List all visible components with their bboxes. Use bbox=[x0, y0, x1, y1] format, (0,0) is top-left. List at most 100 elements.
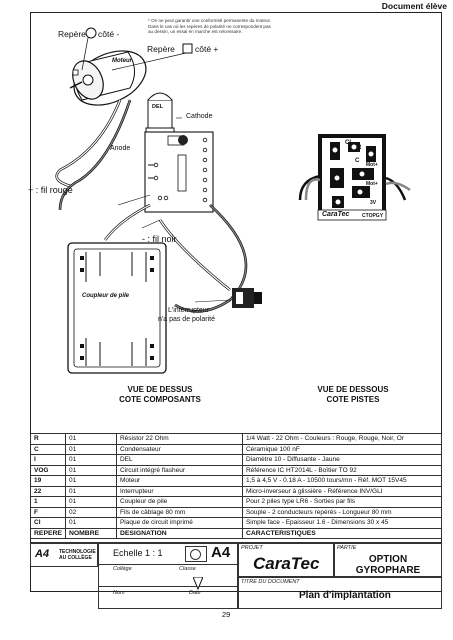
caption-vue-dessous: VUE DE DESSOUS COTE PISTES bbox=[293, 385, 413, 405]
pcb-brand: CaraTec bbox=[322, 211, 350, 218]
parts-cell-designation: Résistor 22 Ohm bbox=[115, 433, 243, 445]
logo-line2: AU COLLÈGE bbox=[59, 555, 92, 561]
partie-label: PARTIE bbox=[337, 545, 357, 551]
parts-cell-nombre: 01 bbox=[64, 496, 117, 508]
parts-header-designation: DESIGNATION bbox=[115, 527, 243, 539]
partie-line1: OPTION bbox=[368, 554, 408, 565]
parts-cell-designation: Plaque de circuit imprimé bbox=[115, 517, 243, 529]
circle-square-mark bbox=[185, 546, 207, 562]
parts-cell-designation: Fils de câblage 80 mm bbox=[115, 506, 243, 518]
caption-vue-dessus: VUE DE DESSUS COTE COMPOSANTS bbox=[100, 385, 220, 405]
caption-vue-dessus-line2: COTE COMPOSANTS bbox=[119, 395, 201, 404]
motor bbox=[69, 50, 147, 106]
polarity-circle-marker bbox=[85, 27, 97, 39]
parts-cell-designation: Condensateur bbox=[115, 443, 243, 455]
caption-vue-dessous-line2: COTE PISTES bbox=[326, 395, 380, 404]
logo-cell: A4 TECHNOLOGIE AU COLLÈGE bbox=[30, 543, 98, 567]
parts-cell-repere: 19 bbox=[30, 475, 66, 487]
polarity-notice: * On ne peut garantir une conformité per… bbox=[148, 18, 272, 35]
parts-cell-repere: CI bbox=[30, 517, 66, 529]
parts-cell-nombre: 01 bbox=[64, 464, 117, 476]
label-moteur: Moteur bbox=[112, 58, 132, 64]
drawing-frame bbox=[30, 12, 442, 592]
parts-cell-repere: VOG bbox=[30, 464, 66, 476]
parts-cell-designation: Circuit intégré flasheur bbox=[115, 464, 243, 476]
parts-cell-nombre: 01 bbox=[64, 454, 117, 466]
parts-cell-repere: C bbox=[30, 443, 66, 455]
label-fil-rouge: + : fil rouge bbox=[28, 185, 73, 195]
parts-cell-repere: I bbox=[30, 454, 66, 466]
pcb-label-mot2: Mot+ bbox=[366, 181, 378, 187]
parts-header-nombre: NOMBRE bbox=[64, 527, 117, 539]
caption-vue-dessous-line1: VUE DE DESSOUS bbox=[317, 385, 389, 394]
label-del: DEL bbox=[152, 104, 163, 110]
switch bbox=[232, 288, 262, 308]
format-a4: A4 bbox=[211, 544, 231, 561]
echelle: Echelle 1 : 1 bbox=[113, 548, 163, 558]
parts-cell-carac: Référence IC HT2014L - Boîtier TO 92 bbox=[241, 464, 443, 476]
pcb-label-ci: CI bbox=[345, 140, 351, 146]
label-interrupteur-2: n'a pas de polarité bbox=[158, 316, 215, 323]
partie-line2: GYROPHARE bbox=[355, 565, 421, 576]
parts-cell-carac: Diamètre 10 - Diffusante - Jaune bbox=[241, 454, 443, 466]
label-repere-plus: Repère bbox=[147, 44, 175, 54]
label-interrupteur: L'interrupteur bbox=[168, 307, 210, 314]
parts-cell-carac: Souple - 2 conducteurs repérés - Longueu… bbox=[241, 506, 443, 518]
polarity-square-marker bbox=[182, 43, 193, 54]
parts-cell-carac: Pour 2 piles type LR6 - Sorties par fils bbox=[241, 496, 443, 508]
pcb-component-side bbox=[144, 131, 214, 213]
parts-cell-designation: Coupleur de pile bbox=[115, 496, 243, 508]
document-type-label: Document élève bbox=[381, 1, 447, 11]
parts-cell-nombre: 01 bbox=[64, 517, 117, 529]
titre-cell: TITRE DU DOCUMENT Plan d'implantation bbox=[238, 577, 442, 609]
label-coupleur: Coupleur de pile bbox=[82, 293, 130, 299]
college-label: Collège bbox=[113, 566, 132, 572]
nom-label: Nom bbox=[113, 590, 125, 596]
title-block: A4 TECHNOLOGIE AU COLLÈGE Echelle 1 : 1 … bbox=[30, 542, 442, 609]
parts-cell-repere: R bbox=[30, 433, 66, 445]
parts-cell-nombre: 01 bbox=[64, 443, 117, 455]
logo-mark: A4 bbox=[35, 548, 50, 560]
parts-cell-carac: Micro-inverseur à glissière - Référence … bbox=[241, 485, 443, 497]
pcb-label-c: C bbox=[355, 158, 360, 164]
battery-holder bbox=[67, 242, 167, 374]
parts-cell-repere: 1 bbox=[30, 496, 66, 508]
label-fil-noir: - : fil noir bbox=[142, 234, 177, 244]
projet-cell: PROJET CaraTec bbox=[238, 543, 334, 577]
parts-cell-carac: 1/4 Watt - 22 Ohm - Couleurs : Rouge, Ro… bbox=[241, 433, 443, 445]
page-number: 29 bbox=[222, 610, 231, 619]
parts-cell-carac: Simple face - Epaisseur 1.6 - Dimensions… bbox=[241, 517, 443, 529]
parts-header-carac: CARACTERISTIQUES bbox=[241, 527, 443, 539]
logo-line1: TECHNOLOGIE bbox=[59, 549, 96, 555]
parts-cell-repere: 22 bbox=[30, 485, 66, 497]
partie-cell: PARTIE OPTION GYROPHARE bbox=[334, 543, 442, 577]
caption-vue-dessus-line1: VUE DE DESSUS bbox=[127, 385, 193, 394]
label-cote-minus: côté - bbox=[98, 29, 120, 39]
led bbox=[145, 92, 175, 151]
pcb-label-mot: Mot+ bbox=[366, 162, 378, 168]
label-anode: Anode bbox=[110, 145, 131, 152]
parts-cell-nombre: 01 bbox=[64, 475, 117, 487]
date-label: Date bbox=[189, 590, 201, 596]
classe-label: Classe bbox=[179, 566, 196, 572]
down-arrow-icon bbox=[193, 577, 203, 591]
school-info-cell: Echelle 1 : 1 A4 Collège Classe Nom Date bbox=[98, 543, 238, 609]
parts-cell-carac: Céramique 100 nF bbox=[241, 443, 443, 455]
parts-cell-designation: Interrupteur bbox=[115, 485, 243, 497]
parts-cell-nombre: 01 bbox=[64, 433, 117, 445]
parts-cell-repere: F bbox=[30, 506, 66, 518]
parts-header-repere: REPERE bbox=[30, 527, 66, 539]
parts-cell-nombre: 02 bbox=[64, 506, 117, 518]
